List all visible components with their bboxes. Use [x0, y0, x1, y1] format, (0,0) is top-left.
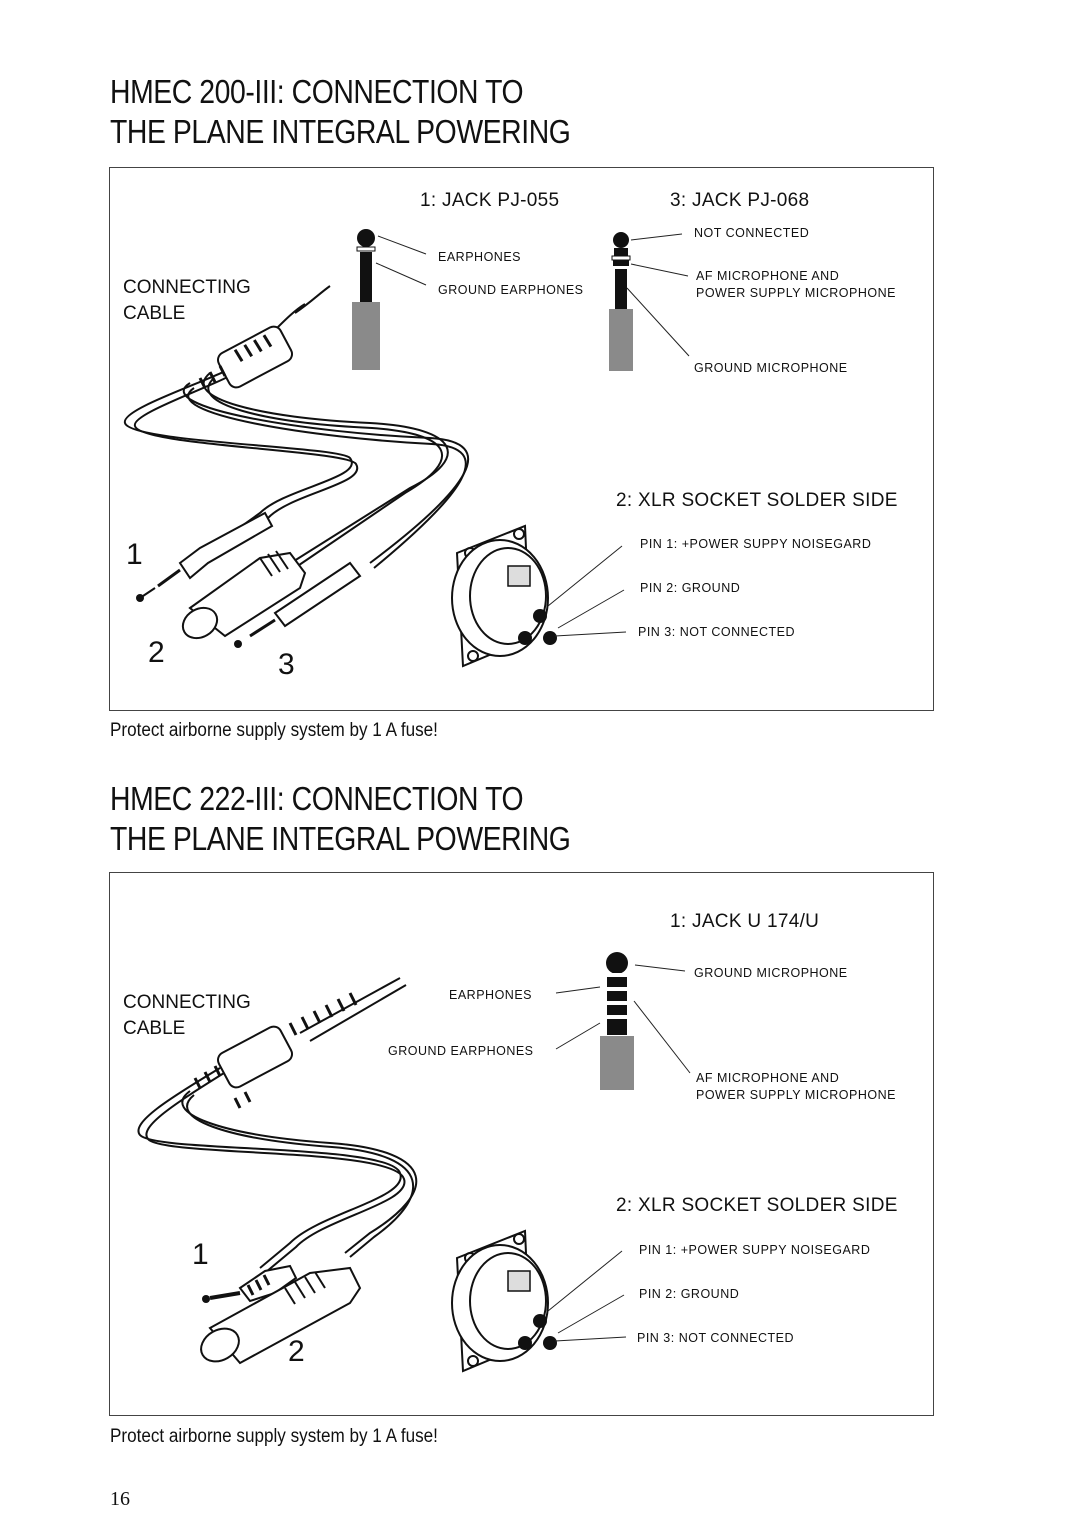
jack-pj068-heading: 3: JACK PJ-068 [670, 190, 810, 211]
section2-title: HMEC 222-III: CONNECTION TO THE PLANE IN… [110, 779, 571, 859]
jack-u174-plug-icon [600, 952, 634, 1090]
section2-title-line1: HMEC 222-III: CONNECTION TO [110, 780, 524, 817]
section1-fuse-note: Protect airborne supply system by 1 A fu… [110, 720, 438, 741]
section1-title: HMEC 200-III: CONNECTION TO THE PLANE IN… [110, 72, 571, 152]
jack-plug-1-drawing [136, 511, 274, 602]
section1-title-line1: HMEC 200-III: CONNECTION TO [110, 73, 524, 110]
xlr-heading: 2: XLR SOCKET SOLDER SIDE [616, 490, 898, 511]
jack-u174-heading: 1: JACK U 174/U [670, 911, 820, 932]
connecting-cable-drawing-2 [137, 977, 418, 1273]
callout-number-2-2: 2 [288, 1335, 305, 1368]
section1-wiring-diagram [124, 229, 690, 668]
xlr-plug-2-drawing [181, 550, 307, 640]
xlr-socket-icon-2 [451, 1229, 557, 1373]
jack-pj055-ground-label: GROUND EARPHONES [438, 283, 584, 297]
callout-number-1: 1 [126, 538, 143, 571]
jack-pj055-plug-icon [352, 229, 380, 370]
xlr-plug-2-drawing-2 [200, 1266, 362, 1365]
xlr-pin2-label: PIN 2: GROUND [640, 581, 741, 595]
jack-pj068-plug-icon [609, 232, 633, 371]
section2-title-line2: THE PLANE INTEGRAL POWERING [110, 820, 571, 857]
xlr-pin2-label-2: PIN 2: GROUND [639, 1287, 740, 1301]
jack-u174-ground-earphones-label: GROUND EARPHONES [388, 1044, 534, 1058]
jack-plug-1-drawing-2 [202, 1264, 298, 1303]
xlr-pin1-label-2: PIN 1: +POWER SUPPY NOISEGARD [639, 1243, 871, 1257]
xlr-pin3-label: PIN 3: NOT CONNECTED [638, 625, 796, 639]
section2-diagram-panel: 1: JACK U 174/U GROUND MICROPHONE EARPHO… [109, 872, 934, 1416]
jack-pj068-not-connected-label: NOT CONNECTED [694, 226, 810, 240]
section1-diagram-panel: 1: JACK PJ-055 EARPHONES GROUND EARPHONE… [109, 167, 934, 711]
jack-u174-ground-mic-label: GROUND MICROPHONE [694, 966, 848, 980]
xlr-heading-2: 2: XLR SOCKET SOLDER SIDE [616, 1195, 898, 1216]
jack-u174-af-label-1: AF MICROPHONE AND [696, 1071, 840, 1085]
jack-pj068-af-label-2: POWER SUPPLY MICROPHONE [696, 286, 896, 300]
section2-fuse-note: Protect airborne supply system by 1 A fu… [110, 1426, 438, 1447]
jack-u174-earphones-label: EARPHONES [449, 988, 532, 1002]
jack-pj055-earphones-label: EARPHONES [438, 250, 521, 264]
xlr-socket-icon [451, 524, 557, 668]
cable-ferrule-icon [198, 325, 294, 389]
jack-u174-af-label-2: POWER SUPPLY MICROPHONE [696, 1088, 896, 1102]
xlr-pin1-label: PIN 1: +POWER SUPPY NOISEGARD [640, 537, 872, 551]
jack-pj055-heading: 1: JACK PJ-055 [420, 190, 560, 211]
section2-wiring-diagram [137, 952, 691, 1373]
callout-number-1-2: 1 [192, 1238, 209, 1271]
jack-pj068-ground-label: GROUND MICROPHONE [694, 361, 848, 375]
jack-pj068-af-label-1: AF MICROPHONE AND [696, 269, 840, 283]
connecting-cable-drawing [124, 285, 470, 579]
jack-plug-3-drawing [234, 561, 362, 648]
callout-number-3: 3 [278, 648, 295, 681]
connecting-cable-label: CONNECTING CABLE [123, 277, 251, 324]
section1-title-line2: THE PLANE INTEGRAL POWERING [110, 113, 571, 150]
callout-number-2: 2 [148, 636, 165, 669]
xlr-pin3-label-2: PIN 3: NOT CONNECTED [637, 1331, 795, 1345]
page-number: 16 [110, 1488, 130, 1510]
connecting-cable-label-2: CONNECTING CABLE [123, 992, 251, 1039]
cable-ferrule-icon-2 [193, 992, 358, 1109]
